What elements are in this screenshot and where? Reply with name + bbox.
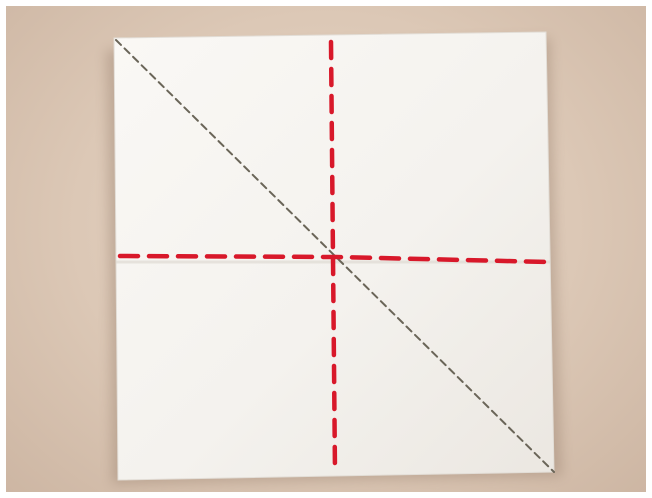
origami-scene <box>6 6 646 492</box>
origami-photo <box>6 6 646 492</box>
